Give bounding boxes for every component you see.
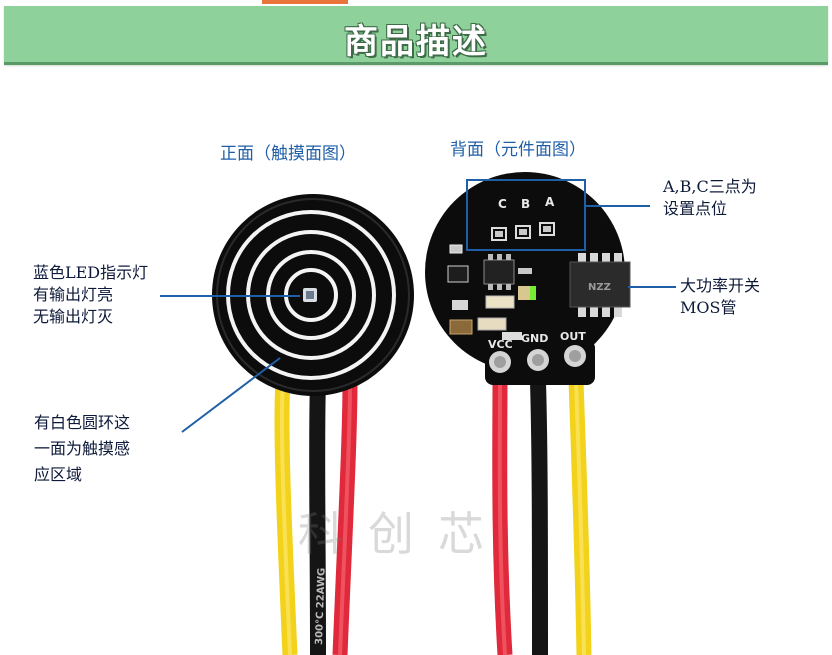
- watermark-text: 科创芯: [298, 507, 508, 561]
- smd-components: [447, 244, 536, 340]
- ring-note: 有白色圆环这 一面为触摸感 应区域: [34, 413, 131, 484]
- solder-pins: [489, 345, 586, 373]
- led-note: 蓝色LED指示灯 有输出灯亮 无输出灯灭: [33, 263, 149, 326]
- pin-label-out: OUT: [560, 330, 586, 343]
- top-accent-bar: [262, 0, 348, 4]
- mos-note: 大功率开关 MOS管: [680, 276, 761, 317]
- abc-note: A,B,C三点为 设置点位: [663, 177, 757, 218]
- abc-pads: [491, 222, 555, 241]
- cable-print: 300°C 22AWG: [314, 568, 328, 645]
- pad-label-b: B: [521, 197, 530, 211]
- callout-lines: [160, 179, 676, 433]
- chip-marking: NZZ: [588, 282, 611, 293]
- pad-label-c: C: [498, 197, 507, 211]
- back-heading: 背面（元件面图）: [450, 140, 586, 160]
- back-wires: [492, 379, 592, 655]
- pin-label-gnd: GND: [521, 332, 548, 345]
- pin-label-vcc: VCC: [488, 338, 513, 351]
- front-black-wire: [309, 381, 326, 655]
- front-wires: 300°C 22AWG: [274, 377, 358, 655]
- mos-chip: NZZ: [569, 253, 631, 317]
- pad-label-a: A: [545, 195, 555, 209]
- title-banner: 商品描述: [4, 6, 828, 65]
- back-black-wire: [530, 381, 548, 655]
- front-heading: 正面（触摸面图）: [220, 144, 356, 164]
- page-title: 商品描述: [344, 22, 488, 62]
